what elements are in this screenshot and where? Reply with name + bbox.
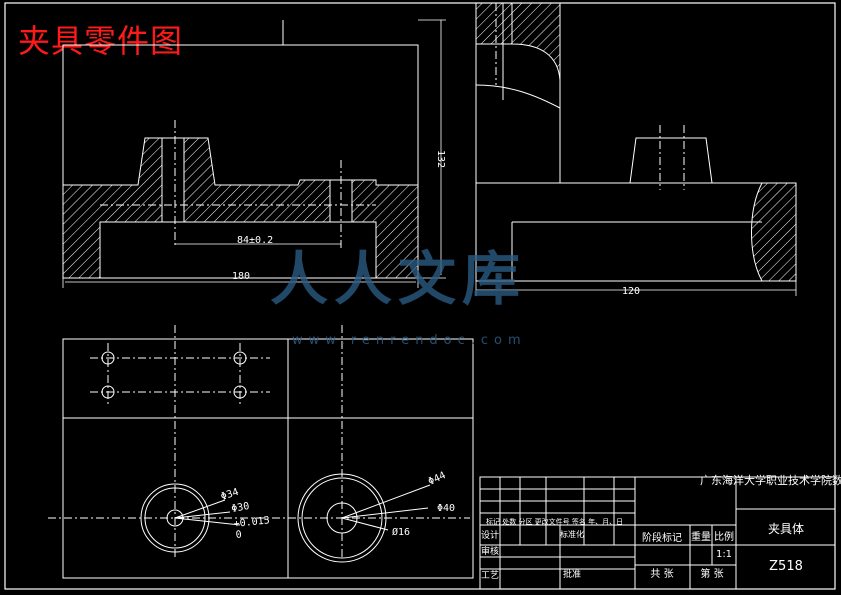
drawing-border bbox=[4, 2, 836, 590]
dim-d34: Φ34 bbox=[220, 487, 241, 503]
top-view bbox=[48, 325, 474, 579]
dim-tol-plus: +0.015 bbox=[233, 515, 270, 530]
side-dimension-lines bbox=[475, 281, 797, 296]
process-label: 工艺 bbox=[481, 570, 499, 581]
standard-label: 标准化 bbox=[560, 529, 584, 539]
drawing-title: 夹具零件图 bbox=[18, 22, 184, 60]
sheets-total: 共 张 bbox=[650, 568, 673, 580]
revision-row: 标记 处数 分区 更改文件号 签名 年、月、日 bbox=[486, 517, 623, 526]
drawing-number: Z518 bbox=[769, 559, 803, 574]
dim-front-inner: 84±0.2 bbox=[237, 235, 273, 246]
dim-front-width: 180 bbox=[232, 271, 250, 282]
sheet-number: 第 张 bbox=[700, 567, 723, 580]
dim-d30: Φ30 bbox=[231, 501, 251, 515]
stage-label: 阶段标记 bbox=[642, 531, 682, 544]
approve-label: 批准 bbox=[563, 568, 581, 580]
check-label: 审核 bbox=[481, 545, 499, 557]
school-name: 广东海洋大学职业技术学院数控2班 bbox=[700, 473, 841, 487]
dim-zero: 0 bbox=[235, 529, 242, 541]
dim-d44: Φ44 bbox=[427, 470, 448, 488]
dim-side-width: 120 bbox=[622, 286, 640, 297]
weight-label: 重量 bbox=[691, 530, 711, 543]
scale-value: 1:1 bbox=[716, 549, 732, 560]
side-view bbox=[475, 2, 797, 282]
front-view bbox=[62, 20, 419, 279]
dim-front-height: 132 bbox=[435, 150, 446, 168]
part-name: 夹具体 bbox=[768, 522, 804, 536]
dim-d40: Φ40 bbox=[437, 503, 455, 514]
watermark-url: www.renrendoc.com bbox=[292, 333, 527, 348]
dim-d16: Ø16 bbox=[392, 526, 410, 538]
title-block bbox=[479, 476, 836, 590]
front-dimension-lines bbox=[62, 19, 446, 288]
scale-label: 比例 bbox=[714, 530, 734, 543]
watermark-text: 人人文库 bbox=[270, 245, 527, 313]
design-label: 设计 bbox=[481, 529, 499, 541]
